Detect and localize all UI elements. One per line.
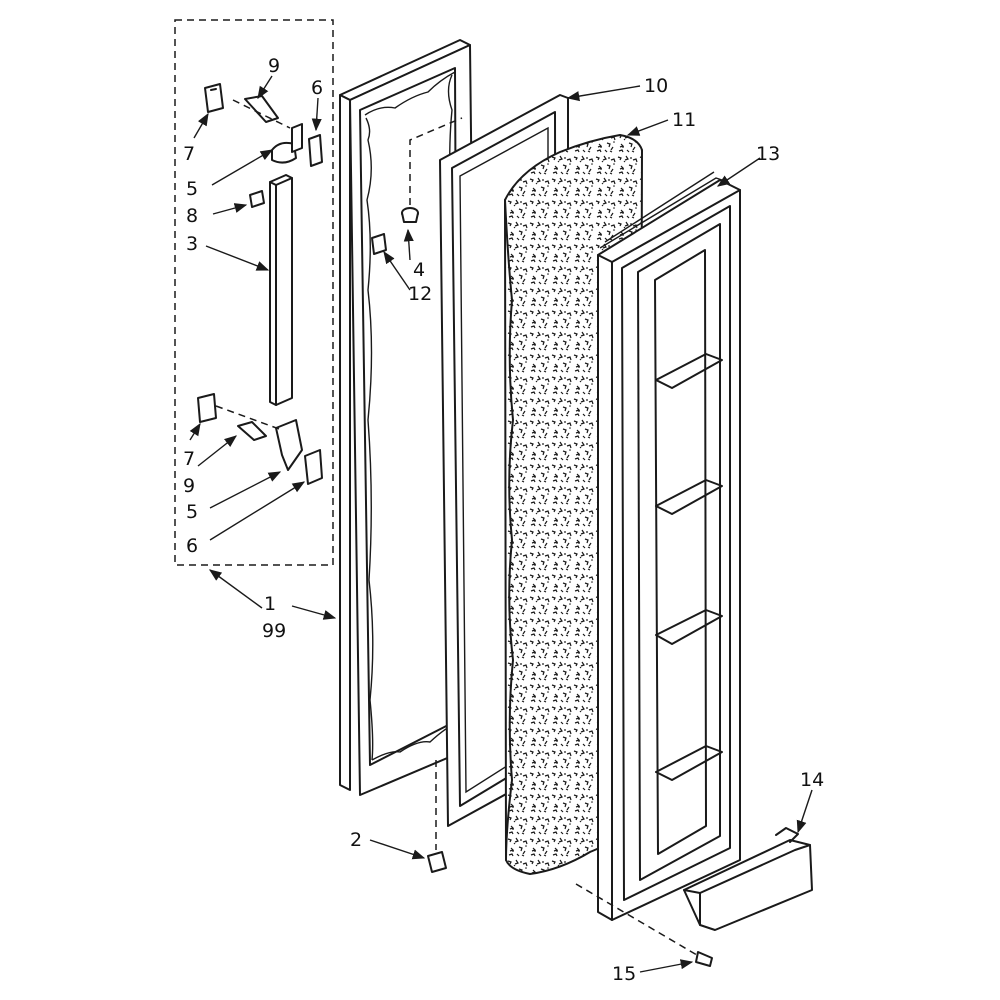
callout-99: 99 xyxy=(262,620,286,642)
callout-7-bottom: 7 xyxy=(183,448,195,470)
handle-bar xyxy=(269,174,293,406)
callout-arrows xyxy=(189,75,813,973)
callout-15: 15 xyxy=(612,963,636,985)
small-label xyxy=(249,190,265,208)
plug xyxy=(401,117,463,223)
door-bin xyxy=(683,827,813,931)
callout-12: 12 xyxy=(408,283,432,305)
screw xyxy=(575,883,713,967)
door-stop xyxy=(371,233,387,255)
callout-5-bottom: 5 xyxy=(186,501,198,523)
callout-6-top: 6 xyxy=(311,77,323,99)
callout-6-bottom: 6 xyxy=(186,535,198,557)
callout-4: 4 xyxy=(413,259,425,281)
top-end-cap xyxy=(271,141,297,164)
callout-labels: 9 6 7 5 8 3 7 9 5 6 1 99 4 12 10 11 13 1… xyxy=(183,55,824,985)
callout-3: 3 xyxy=(186,233,198,255)
callout-11: 11 xyxy=(672,109,696,131)
bottom-hinge xyxy=(215,405,303,471)
callout-8: 8 xyxy=(186,205,198,227)
callout-10: 10 xyxy=(644,75,668,97)
callout-7-top: 7 xyxy=(183,143,195,165)
callout-13: 13 xyxy=(756,143,780,165)
handle-kit-box xyxy=(174,19,334,566)
bottom-plate xyxy=(304,449,323,485)
callout-9-top: 9 xyxy=(268,55,280,77)
callout-1: 1 xyxy=(264,593,276,615)
callout-9-bottom: 9 xyxy=(183,475,195,497)
top-clip xyxy=(204,83,224,113)
callout-14: 14 xyxy=(800,769,824,791)
bottom-clip xyxy=(197,393,217,423)
callout-5-top: 5 xyxy=(186,178,198,200)
callout-2: 2 xyxy=(350,829,362,851)
top-plate xyxy=(308,134,323,167)
bottom-stop xyxy=(427,760,447,873)
top-hinge-bracket xyxy=(232,95,303,153)
door-liner xyxy=(597,171,741,921)
